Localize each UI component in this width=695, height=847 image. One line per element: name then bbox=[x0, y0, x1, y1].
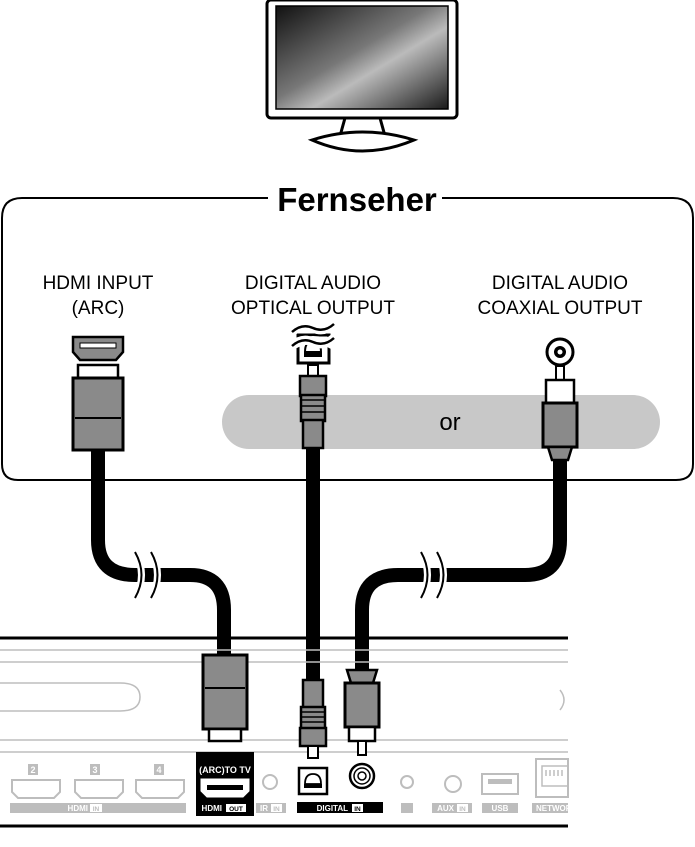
aux-label: AUX bbox=[437, 804, 455, 813]
coaxial-cable bbox=[355, 455, 567, 675]
tv-panel: Fernseher bbox=[1, 181, 694, 481]
usb-label-bar bbox=[482, 803, 518, 813]
digital-badge-box bbox=[352, 804, 363, 812]
coaxial-output-label-line2: COAXIAL OUTPUT bbox=[477, 298, 642, 319]
hdmi-out-label: HDMI bbox=[202, 804, 222, 813]
hdmi-input-label-line2: (ARC) bbox=[72, 298, 125, 319]
hdmi-in-badge-box bbox=[90, 804, 102, 812]
aux-badge-box bbox=[457, 804, 468, 812]
tv-coaxial-port-icon bbox=[545, 337, 575, 367]
optical-output-label-line1: DIGITAL AUDIO bbox=[245, 273, 381, 294]
receiver-coaxial-port-icon bbox=[348, 762, 376, 790]
or-label: or bbox=[439, 409, 460, 436]
coaxial-output-label-line1: DIGITAL AUDIO bbox=[492, 273, 628, 294]
ir-badge-box bbox=[271, 804, 282, 812]
optical-plug-receiver bbox=[298, 678, 328, 759]
hdmi-in-label: HDMI bbox=[68, 804, 88, 813]
usb-label: USB bbox=[492, 804, 509, 813]
aux-in-jack-icon bbox=[444, 775, 462, 793]
network-label-bar bbox=[532, 803, 568, 813]
tv-icon bbox=[265, 0, 459, 153]
digital-label: DIGITAL bbox=[317, 804, 349, 813]
hdmi-out-top-label: (ARC)TO TV bbox=[199, 765, 251, 775]
hdmi-in-number-3: 3 bbox=[92, 765, 97, 775]
network-label: NETWORK bbox=[536, 804, 578, 813]
network-port-icon bbox=[535, 758, 569, 798]
hdmi-in-number-badges bbox=[28, 764, 164, 775]
hdmi-input-label-line1: HDMI INPUT bbox=[43, 273, 154, 294]
receiver-body bbox=[0, 636, 568, 828]
small-jack-bar bbox=[401, 803, 413, 813]
digital-label-bar bbox=[297, 802, 383, 813]
tv-hdmi-port-icon bbox=[71, 335, 125, 362]
aux-label-bar bbox=[432, 803, 472, 813]
hdmi-in-number-2: 2 bbox=[30, 765, 35, 775]
coaxial-plug-receiver bbox=[343, 668, 381, 756]
hdmi-out-badge: OUT bbox=[229, 806, 243, 813]
hdmi-plug-receiver bbox=[201, 653, 249, 743]
hdmi-in-badge: IN bbox=[93, 806, 100, 813]
hdmi-in-number-4: 4 bbox=[156, 765, 161, 775]
optical-output-label-line2: OPTICAL OUTPUT bbox=[231, 298, 395, 319]
digital-badge: IN bbox=[354, 806, 361, 813]
ir-badge: IN bbox=[273, 806, 280, 813]
hdmi-out-badge-box bbox=[226, 804, 246, 812]
hdmi-out-port-slot bbox=[207, 785, 243, 790]
optical-plug-tv bbox=[298, 364, 328, 450]
small-jack-icon bbox=[400, 775, 414, 789]
aux-badge: IN bbox=[459, 806, 466, 813]
hdmi-cable bbox=[91, 440, 231, 660]
tv-title: Fernseher bbox=[277, 181, 437, 218]
optical-squiggle bbox=[288, 320, 338, 350]
ir-in-jack-icon bbox=[262, 774, 278, 790]
coaxial-plug-tv bbox=[541, 365, 579, 462]
receiver-hdmi-in-ports bbox=[11, 779, 185, 799]
hdmi-plug-tv bbox=[71, 363, 125, 452]
ir-label: IR bbox=[260, 804, 268, 813]
usb-port-icon bbox=[481, 773, 519, 795]
receiver-optical-port-icon bbox=[297, 766, 329, 796]
